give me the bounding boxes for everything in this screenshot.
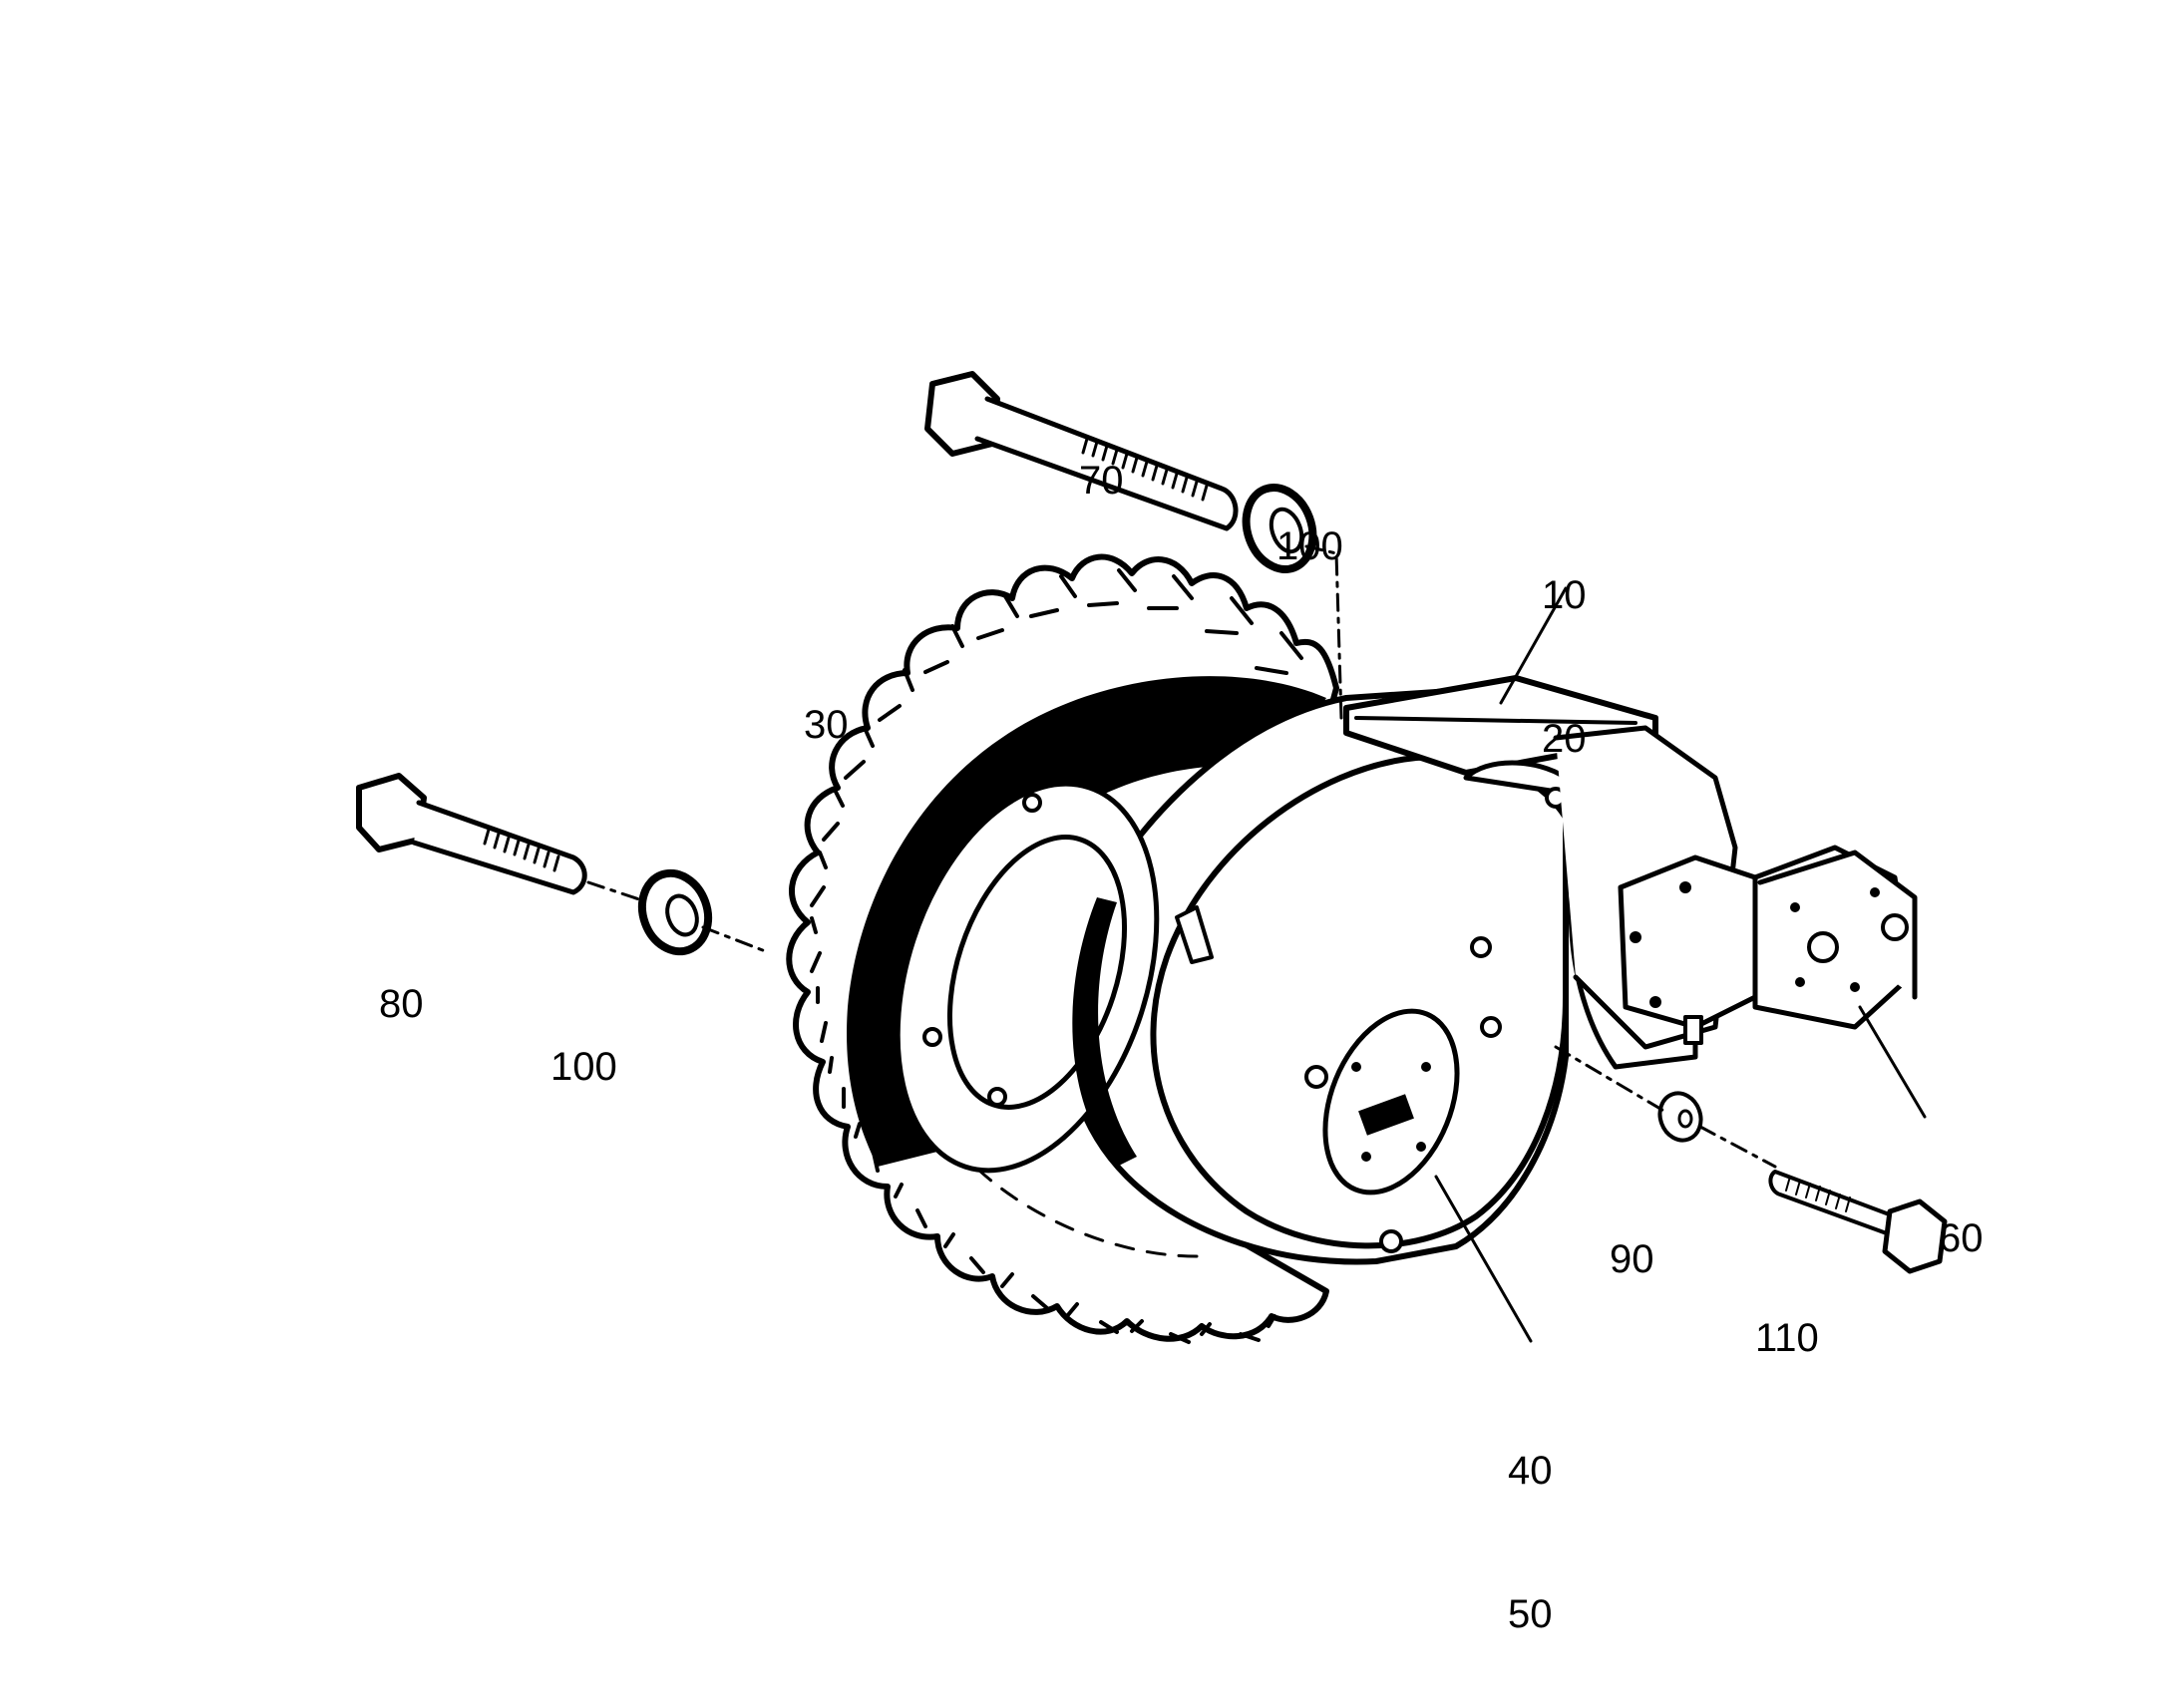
bolt-70-part [924,371,1239,531]
callout-100-left: 100 [550,947,617,1139]
callout-70: 70 [1079,361,1124,552]
callout-60: 60 [1939,1119,1984,1310]
callout-30-text: 30 [804,703,849,747]
washer-100-left-part [637,868,770,956]
callout-80: 80 [379,884,424,1076]
callout-100-top: 100 [1276,427,1343,618]
bolt-80-part [356,773,650,904]
callout-10-20: 10 20 [1542,476,1587,811]
callout-90-text: 90 [1610,1237,1654,1281]
callout-100-left-text: 100 [550,1045,617,1089]
callout-60-text: 60 [1939,1216,1984,1260]
callout-20-text: 20 [1542,717,1587,761]
leader-lines [1434,586,1927,1343]
callout-100-top-text: 100 [1276,524,1343,568]
cover-plate-part [1322,1008,1460,1196]
callout-50-text: 50 [1508,1592,1553,1636]
callout-110: 110 [1755,1218,1819,1410]
callout-70-text: 70 [1079,459,1124,503]
callout-30: 30 [804,605,849,797]
hydraulic-motor-part [1618,845,1918,1045]
callout-80-text: 80 [379,982,424,1026]
callout-40-text: 40 [1508,1449,1553,1493]
gear-housing-part [895,675,1738,1265]
callout-40-50: 40 50 [1508,1351,1553,1686]
callout-10-text: 10 [1542,573,1587,617]
washer-100-top-part [1242,484,1343,720]
washer-90-part [1554,1045,1777,1169]
callout-90: 90 [1610,1140,1654,1331]
bolt-110-part [1768,1170,1948,1274]
callout-110-text: 110 [1755,1316,1819,1360]
